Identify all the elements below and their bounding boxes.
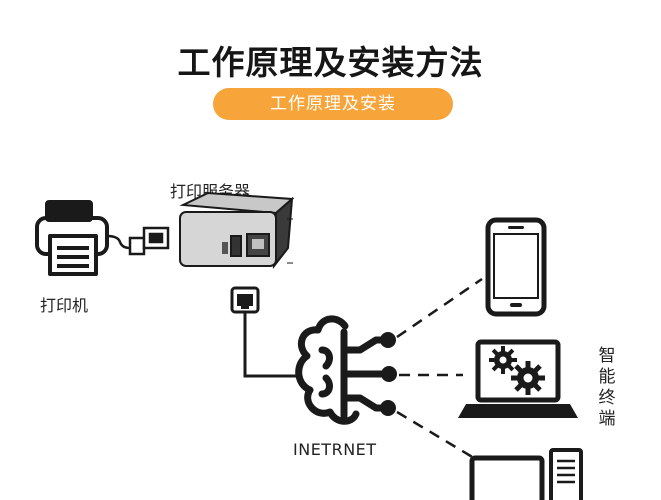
internet-cloud-icon [295, 315, 390, 425]
ethernet-port-icon [230, 286, 260, 314]
internet-label: INETRNET [293, 440, 377, 459]
laptop-icon [458, 339, 578, 418]
smart-terminal-label: 智能终端 [598, 346, 616, 429]
section-badge: 工作原理及安装 [213, 88, 453, 120]
desktop-computer-icon [469, 448, 583, 500]
gear-icon [489, 346, 545, 395]
printer-icon [35, 200, 109, 276]
usb-cable [106, 226, 170, 256]
wireless-links [396, 277, 483, 460]
print-server-device [179, 191, 295, 270]
printer-label: 打印机 [40, 296, 89, 315]
page-title: 工作原理及安装方法 [177, 43, 484, 82]
cloud-node-dots [380, 332, 397, 416]
ethernet-cable [243, 312, 301, 378]
smartphone-icon [485, 217, 547, 317]
